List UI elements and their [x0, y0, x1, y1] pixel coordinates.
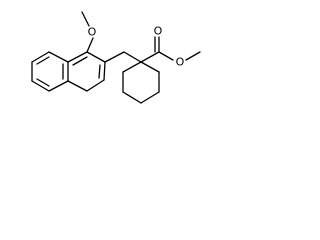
- bond-ch2-quaternary-c: [123, 51, 142, 63]
- bond-methyl-methoxy-o: [81, 11, 90, 27]
- atom-label-ester-oxygen: O: [175, 55, 185, 69]
- bond-c6-c5-double: [36, 78, 50, 87]
- atom-label-methoxy-oxygen: O: [87, 25, 97, 39]
- bond-c8a-c1-double: [72, 56, 88, 66]
- bond-c8a-c1: [67, 51, 88, 63]
- bond-ester-o-methyl: [185, 51, 201, 61]
- structure-canvas: O O O: [0, 0, 246, 137]
- bond-cy-6-1: [122, 61, 142, 73]
- bond-c6-c5: [31, 80, 50, 92]
- bond-c1-c2: [86, 51, 106, 63]
- bond-c2-c3-double: [98, 64, 101, 79]
- atom-label-carbonyl-oxygen: O: [153, 24, 163, 38]
- molecule-drawing: [31, 11, 201, 104]
- bond-methoxy-o-c1: [86, 37, 94, 53]
- bond-c2-ch2: [104, 51, 125, 63]
- bond-c4-c4a: [67, 80, 88, 92]
- bond-c8a-c8: [48, 51, 69, 63]
- bond-carbonyl-c-ester-o: [158, 51, 174, 61]
- bond-c2-c3: [103, 61, 106, 81]
- bond-cy-4-5: [122, 91, 142, 104]
- bond-cy-3-4: [140, 91, 160, 104]
- bond-c8-c7-double: [36, 56, 50, 65]
- bond-quaternary-c-carbonyl-c: [140, 51, 160, 63]
- bond-c5-c4a: [48, 80, 69, 92]
- bond-c8-c7: [31, 51, 50, 63]
- bond-c3-c4: [86, 79, 105, 92]
- bond-cy-1-2: [140, 61, 160, 73]
